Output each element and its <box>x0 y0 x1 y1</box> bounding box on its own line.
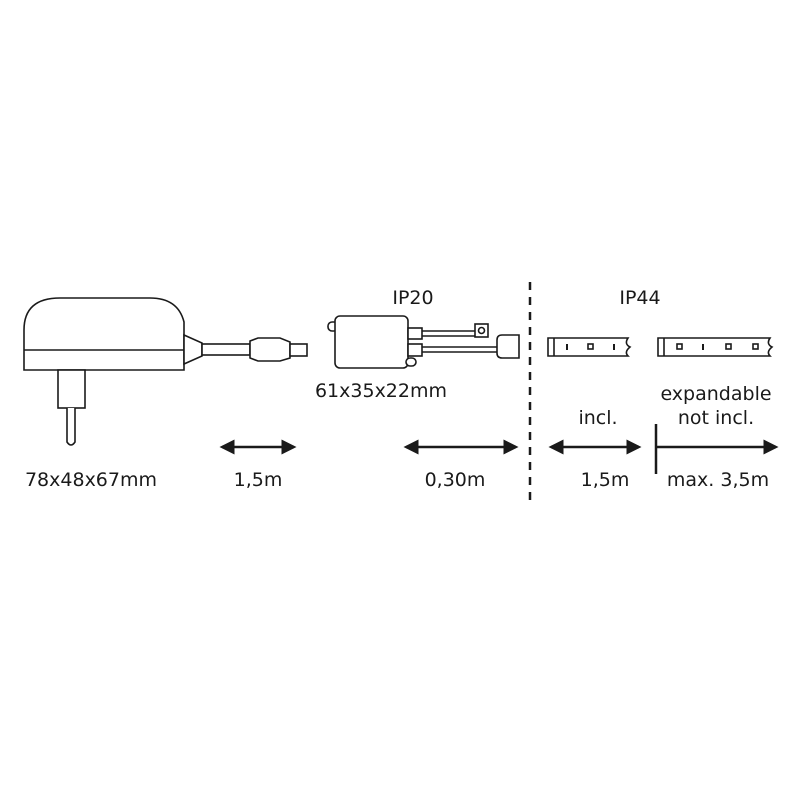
strip-included-length: 1,5m <box>581 469 630 491</box>
led-strip-included-illustration <box>547 337 632 357</box>
controller-ip-rating: IP20 <box>392 287 433 309</box>
strip-not-included-label: not incl. <box>678 407 754 429</box>
controller-cable-length: 0,30m <box>425 469 486 491</box>
controller-dimensions: 61x35x22mm <box>315 380 447 402</box>
controller-illustration <box>327 315 520 369</box>
strip-expandable-label: expandable <box>660 383 771 405</box>
led-strip-extension-illustration <box>657 337 774 357</box>
adapter-cable-length: 1,5m <box>234 469 283 491</box>
strip-ip-rating: IP44 <box>619 287 660 309</box>
strip-max-length: max. 3,5m <box>667 469 769 491</box>
strip-included-label: incl. <box>578 407 617 429</box>
adapter-dimensions: 78x48x67mm <box>25 469 157 491</box>
power-adapter-illustration <box>23 297 308 446</box>
